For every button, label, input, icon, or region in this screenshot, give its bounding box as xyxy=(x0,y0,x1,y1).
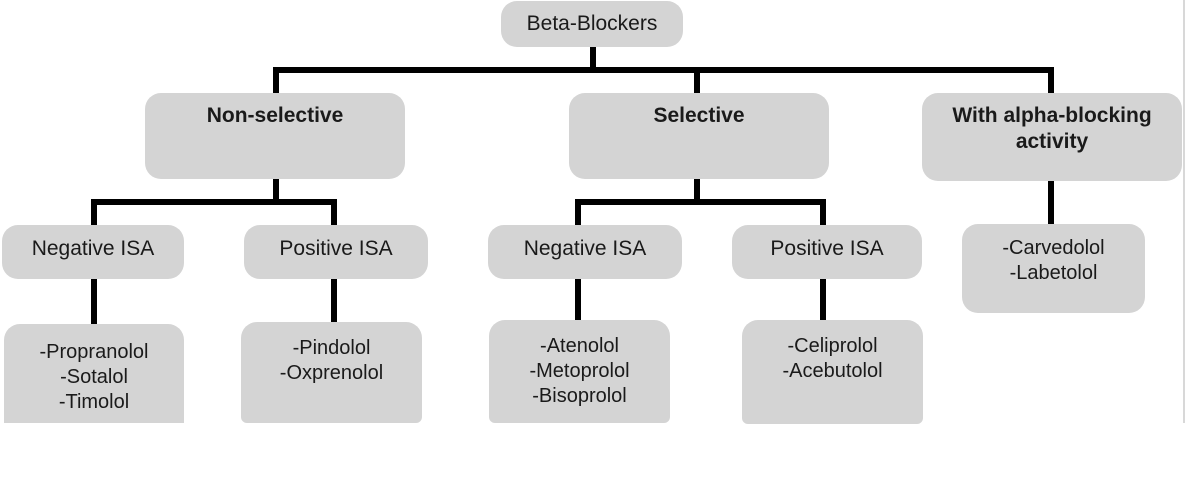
connector-to-alpha-blocking xyxy=(1048,67,1054,95)
root-label: Beta-Blockers xyxy=(526,12,658,35)
subcategory-label: Negative ISA xyxy=(523,237,647,260)
connector-non-selective-stem xyxy=(273,178,279,204)
root-node-beta-blockers: Beta-Blockers xyxy=(501,1,683,47)
subcategory-label: Negative ISA xyxy=(31,237,155,260)
drug-list-non-selective-positive-isa: -Pindolol -Oxprenolol xyxy=(241,322,422,423)
drug-name: -Atenolol xyxy=(540,335,619,357)
drug-list-alpha-blocking: -Carvedolol -Labetolol xyxy=(962,224,1145,313)
subcategory-selective-positive-isa: Positive ISA xyxy=(732,225,922,279)
subcategory-non-selective-positive-isa: Positive ISA xyxy=(244,225,428,279)
frame-edge xyxy=(1183,0,1185,423)
connector-ns-positive-isa xyxy=(331,199,337,227)
drug-name: -Propranolol xyxy=(39,341,149,363)
category-non-selective: Non-selective xyxy=(145,93,405,179)
connector-non-selective-bar xyxy=(91,199,337,205)
drug-name: -Metoprolol xyxy=(529,360,630,382)
drug-list-selective-positive-isa: -Celiprolol -Acebutolol xyxy=(742,320,923,424)
connector-ns-negative-drugs xyxy=(91,278,97,326)
subcategory-label: Positive ISA xyxy=(279,237,393,260)
connector-selective-bar xyxy=(575,199,826,205)
connector-ns-positive-drugs xyxy=(331,278,337,324)
drug-name: -Pindolol xyxy=(292,337,371,359)
drug-name: -Carvedolol xyxy=(1002,237,1105,259)
drug-list-non-selective-negative-isa: -Propranolol -Sotalol -Timolol xyxy=(4,324,184,423)
connector-to-selective xyxy=(694,67,700,95)
connector-s-positive-drugs xyxy=(820,278,826,322)
connector-ns-negative-isa xyxy=(91,199,97,227)
drug-list-selective-negative-isa: -Atenolol -Metoprolol -Bisoprolol xyxy=(489,320,670,423)
connector-s-negative-drugs xyxy=(575,278,581,322)
drug-name: -Bisoprolol xyxy=(532,385,627,407)
category-selective: Selective xyxy=(569,93,829,179)
connector-s-positive-isa xyxy=(820,199,826,227)
category-label: Non-selective xyxy=(206,104,344,127)
drug-name: -Oxprenolol xyxy=(279,362,384,384)
subcategory-non-selective-negative-isa: Negative ISA xyxy=(2,225,184,279)
connector-root-stem xyxy=(590,47,596,72)
drug-name: -Celiprolol xyxy=(787,335,878,357)
category-alpha-blocking: With alpha-blocking activity xyxy=(922,93,1182,181)
category-label: Selective xyxy=(653,104,745,127)
drug-name: -Labetolol xyxy=(1009,262,1098,284)
category-label-line: With alpha-blocking xyxy=(952,104,1152,127)
drug-name: -Acebutolol xyxy=(782,360,883,382)
subcategory-label: Positive ISA xyxy=(770,237,884,260)
category-label-line: activity xyxy=(1015,130,1089,153)
drug-name: -Timolol xyxy=(58,391,130,413)
drug-name: -Sotalol xyxy=(60,366,128,388)
connector-selective-stem xyxy=(694,178,700,204)
subcategory-selective-negative-isa: Negative ISA xyxy=(488,225,682,279)
connector-category-bar xyxy=(273,67,1054,73)
connector-alpha-drugs xyxy=(1048,180,1054,226)
connector-to-non-selective xyxy=(273,67,279,95)
connector-s-negative-isa xyxy=(575,199,581,227)
